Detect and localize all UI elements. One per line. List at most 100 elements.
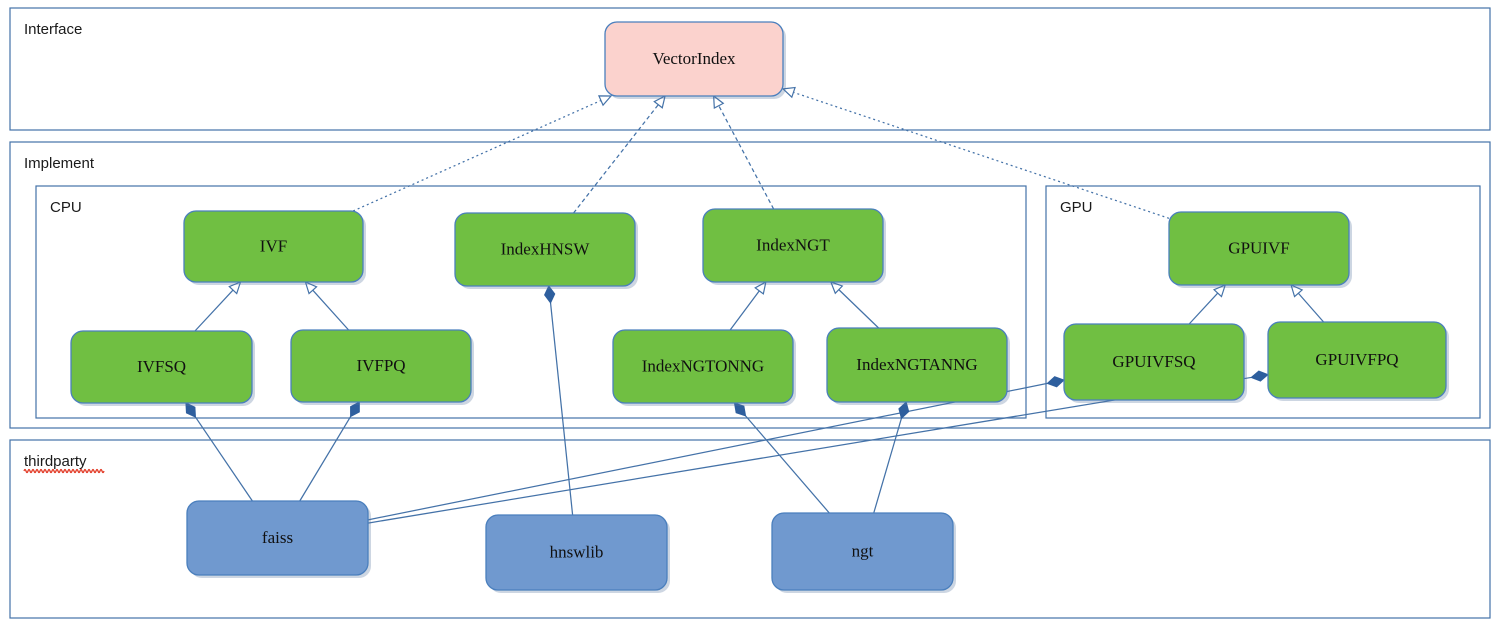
edge-line-e-ivfsq-ivf xyxy=(194,289,234,332)
node-label-gpuivf: GPUIVF xyxy=(1228,238,1289,257)
node-label-hnswlib: hnswlib xyxy=(550,542,604,561)
edge-line-e-hnswlib-indexhnsw xyxy=(549,302,574,516)
inheritance-arrowhead-e-gpuivfpq-gpuivf xyxy=(1290,283,1304,298)
node-body-faiss[interactable] xyxy=(186,500,369,576)
node-label-ivf: IVF xyxy=(260,236,287,255)
edge-line-e-ivfpq-ivf xyxy=(312,289,350,331)
edge-line-e-ivf-vectorindex xyxy=(352,99,602,212)
node-indexngtonng[interactable]: IndexNGTONNG xyxy=(612,329,796,406)
edge-e-hnswlib-indexhnsw xyxy=(544,285,574,516)
edge-line-e-gpuivfsq-gpuivf xyxy=(1188,292,1219,325)
inheritance-arrowhead-e-ngtanng-indexngt xyxy=(829,281,844,295)
edge-line-e-ngt-indexngtonng xyxy=(745,415,830,514)
node-body-ivf[interactable] xyxy=(183,210,364,283)
node-gpuivfpq[interactable]: GPUIVFPQ xyxy=(1267,321,1449,401)
edge-line-e-faiss-gpuivfsq xyxy=(367,382,1048,521)
inheritance-arrowhead-e-ngtonng-indexngt xyxy=(754,280,767,295)
edge-line-e-gpuivf-vectorindex xyxy=(793,91,1170,219)
composition-diamond-e-faiss-gpuivfsq xyxy=(1046,376,1065,388)
node-body-gpuivfpq[interactable] xyxy=(1267,321,1447,399)
node-label-faiss: faiss xyxy=(262,528,293,547)
inheritance-arrowhead-e-ivfpq-ivf xyxy=(304,280,318,295)
node-body-ngt[interactable] xyxy=(771,512,954,591)
node-ivf[interactable]: IVF xyxy=(183,210,366,285)
node-body-vectorindex[interactable] xyxy=(604,21,784,97)
edge-line-e-ngtanng-indexngt xyxy=(838,289,880,329)
group-label-interface: Interface xyxy=(24,21,82,38)
group-label-implement: Implement xyxy=(24,155,95,172)
edge-e-faiss-gpuivfsq xyxy=(367,376,1065,521)
edge-e-faiss-ivfsq xyxy=(185,402,253,502)
edge-line-e-ngtonng-indexngt xyxy=(729,290,760,331)
node-label-ivfpq: IVFPQ xyxy=(356,356,405,375)
node-label-ivfsq: IVFSQ xyxy=(137,357,186,376)
node-ivfsq[interactable]: IVFSQ xyxy=(70,330,255,406)
node-body-gpuivfsq[interactable] xyxy=(1063,323,1245,401)
edge-line-e-indexngt-vectorindex xyxy=(718,105,775,210)
node-label-gpuivfsq: GPUIVFSQ xyxy=(1112,352,1195,371)
composition-diamond-e-faiss-ivfsq xyxy=(185,402,197,418)
node-body-indexngt[interactable] xyxy=(702,208,884,283)
edge-line-e-indexhnsw-vectorindex xyxy=(573,104,659,214)
node-body-indexngtonng[interactable] xyxy=(612,329,794,404)
node-label-indexhnsw: IndexHNSW xyxy=(501,239,591,258)
node-gpuivfsq[interactable]: GPUIVFSQ xyxy=(1063,323,1247,403)
composition-diamond-e-ngt-indexngtanng xyxy=(898,401,910,420)
node-body-indexhnsw[interactable] xyxy=(454,212,636,287)
node-ivfpq[interactable]: IVFPQ xyxy=(290,329,474,405)
group-label-cpu: CPU xyxy=(50,199,82,216)
edge-e-ivfsq-ivf xyxy=(194,280,242,332)
edge-e-faiss-gpuivfpq xyxy=(367,370,1269,524)
edge-e-ngtanng-indexngt xyxy=(829,281,880,329)
edge-e-gpuivfpq-gpuivf xyxy=(1290,283,1325,323)
node-label-indexngt: IndexNGT xyxy=(756,235,830,254)
node-body-hnswlib[interactable] xyxy=(485,514,668,591)
edge-e-faiss-ivfpq xyxy=(299,401,360,502)
edge-line-e-gpuivfpq-gpuivf xyxy=(1297,292,1325,323)
node-gpuivf[interactable]: GPUIVF xyxy=(1168,211,1352,288)
inheritance-arrowhead-e-indexhnsw-vectorindex xyxy=(653,94,666,109)
node-indexngtanng[interactable]: IndexNGTANNG xyxy=(826,327,1010,405)
inheritance-arrowhead-e-ivfsq-ivf xyxy=(228,280,242,295)
node-body-indexngtanng[interactable] xyxy=(826,327,1008,403)
edge-e-ngt-indexngtonng xyxy=(733,402,830,514)
edge-line-e-faiss-gpuivfpq xyxy=(367,376,1252,524)
edge-e-indexngt-vectorindex xyxy=(712,94,775,210)
node-label-indexngtonng: IndexNGTONNG xyxy=(642,356,764,375)
node-ngt[interactable]: ngt xyxy=(771,512,956,593)
edge-e-ngtonng-indexngt xyxy=(729,280,767,331)
node-faiss[interactable]: faiss xyxy=(186,500,371,578)
edge-e-gpuivfsq-gpuivf xyxy=(1188,283,1227,325)
node-vectorindex[interactable]: VectorIndex xyxy=(604,21,786,99)
group-label-thirdparty: thirdparty xyxy=(24,453,87,470)
inheritance-arrowhead-e-gpuivf-vectorindex xyxy=(781,86,796,99)
node-body-gpuivf[interactable] xyxy=(1168,211,1350,286)
edge-e-ivfpq-ivf xyxy=(304,280,350,331)
inheritance-arrowhead-e-gpuivfsq-gpuivf xyxy=(1212,283,1227,298)
edge-line-e-ngt-indexngtanng xyxy=(873,418,903,514)
node-label-vectorindex: VectorIndex xyxy=(652,49,736,68)
composition-diamond-e-ngt-indexngtonng xyxy=(733,402,747,417)
node-indexhnsw[interactable]: IndexHNSW xyxy=(454,212,638,289)
node-label-indexngtanng: IndexNGTANNG xyxy=(856,355,977,374)
node-body-ivfpq[interactable] xyxy=(290,329,472,403)
edge-e-ivf-vectorindex xyxy=(352,95,613,212)
edge-e-ngt-indexngtanng xyxy=(873,401,910,514)
edge-e-indexhnsw-vectorindex xyxy=(573,94,666,214)
edges xyxy=(185,86,1325,524)
inheritance-arrowhead-e-ivf-vectorindex xyxy=(597,95,613,107)
composition-diamond-e-faiss-ivfpq xyxy=(350,401,360,418)
composition-diamond-e-hnswlib-indexhnsw xyxy=(544,285,556,304)
inheritance-arrowhead-e-indexngt-vectorindex xyxy=(712,94,725,110)
edge-e-gpuivf-vectorindex xyxy=(781,86,1170,219)
node-label-ngt: ngt xyxy=(852,541,874,560)
node-label-gpuivfpq: GPUIVFPQ xyxy=(1315,350,1398,369)
edge-line-e-faiss-ivfsq xyxy=(194,416,253,502)
edge-line-e-faiss-ivfpq xyxy=(299,416,352,502)
node-body-ivfsq[interactable] xyxy=(70,330,253,404)
node-hnswlib[interactable]: hnswlib xyxy=(485,514,670,593)
node-indexngt[interactable]: IndexNGT xyxy=(702,208,886,285)
composition-diamond-e-faiss-gpuivfpq xyxy=(1250,370,1269,382)
